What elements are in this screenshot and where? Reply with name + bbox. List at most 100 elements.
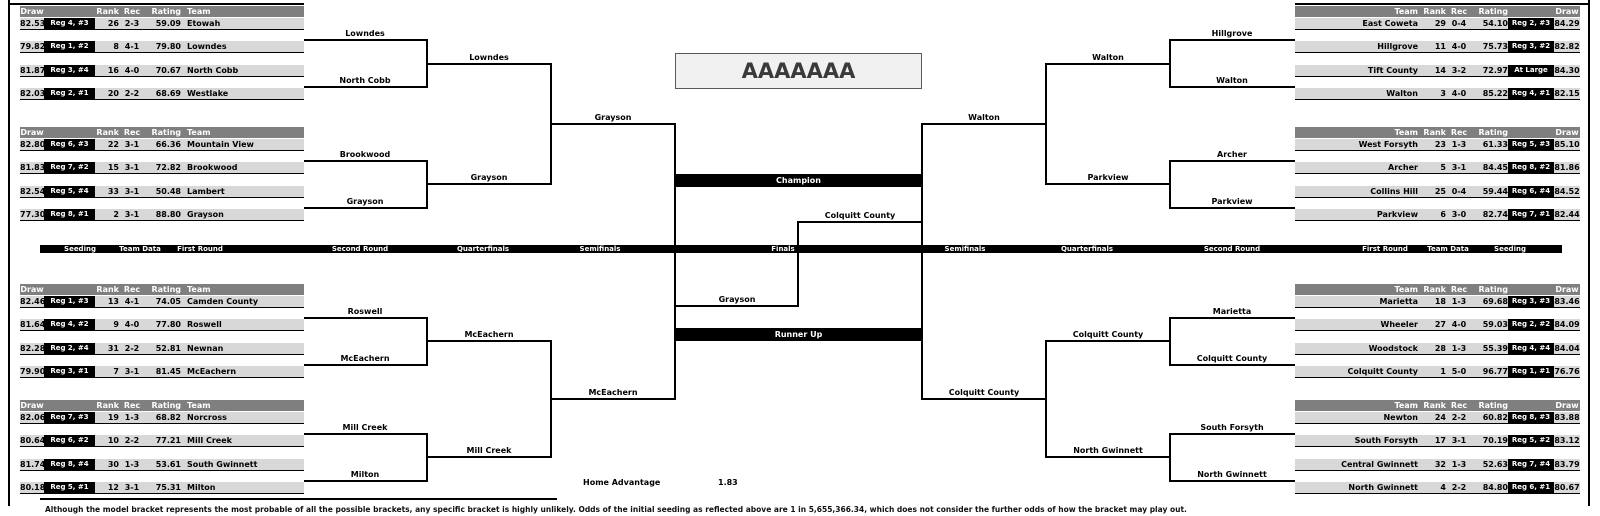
rating-value: 75.31: [155, 483, 181, 492]
record-value: 2-2: [124, 344, 140, 353]
rank-value: 28: [1434, 344, 1446, 353]
record-value: 3-1: [1451, 163, 1467, 172]
round-divider-bar: [40, 245, 1562, 253]
team-name: Norcross: [187, 413, 227, 422]
rank-value: 20: [107, 89, 119, 98]
draw-value: 84.30: [1554, 66, 1580, 75]
rec-column-header: Rec: [123, 7, 141, 16]
team-name: Westlake: [187, 89, 229, 98]
bracket-line: [304, 160, 427, 162]
record-value: 3-1: [124, 483, 140, 492]
rank-value: 10: [107, 436, 119, 445]
draw-column-header: Draw: [1555, 7, 1579, 16]
bracket-advancer-label: Brookwood: [339, 150, 391, 159]
region-seed-badge: Reg 8, #1: [44, 209, 95, 220]
rating-value: 81.45: [155, 367, 181, 376]
draw-value: 76.76: [1554, 367, 1580, 376]
region-column-spacer: [1508, 284, 1554, 295]
bracket-advancer-label: Colquitt County: [948, 388, 1020, 397]
draw-value: 82.28: [20, 344, 44, 353]
bracket-advancer-label: Mill Creek: [342, 423, 388, 432]
bracket-line: [675, 305, 798, 307]
region-seed-badge: Reg 8, #4: [44, 459, 95, 470]
region-seed-badge: Reg 3, #1: [44, 366, 95, 377]
team-column-header: Team: [1394, 128, 1418, 137]
draw-value: 82.44: [1554, 210, 1580, 219]
draw-column-header: Draw: [1555, 401, 1579, 410]
record-value: 0-4: [1451, 187, 1467, 196]
team-column-header: Team: [187, 128, 211, 137]
rating-value: 88.80: [155, 210, 181, 219]
region-seed-badge: Reg 5, #1: [44, 482, 95, 493]
bracket-advancer-label: Walton: [968, 113, 1000, 122]
region-seed-badge: Reg 7, #3: [44, 412, 95, 423]
team-name: Newnan: [187, 344, 224, 353]
draw-column-header: Draw: [20, 285, 44, 294]
rank-value: 32: [1434, 460, 1446, 469]
region-seed-badge: Reg 2, #3: [1508, 18, 1554, 29]
draw-value: 77.30: [20, 210, 44, 219]
rank-column-header: Rank: [96, 285, 119, 294]
rank-value: 24: [1434, 413, 1446, 422]
region-column-spacer: [44, 127, 95, 138]
team-name: Walton: [1386, 89, 1418, 98]
record-value: 4-0: [124, 320, 140, 329]
record-value: 3-1: [1451, 436, 1467, 445]
record-value: 3-2: [1451, 66, 1467, 75]
record-value: 4-1: [124, 42, 140, 51]
rank-value: 4: [1440, 483, 1446, 492]
region-seed-badge: Reg 4, #4: [1508, 343, 1554, 354]
rec-column-header: Rec: [123, 401, 141, 410]
region-seed-badge: Reg 6, #2: [44, 435, 95, 446]
bracket-advancer-label: Marietta: [1212, 307, 1252, 316]
record-value: 4-0: [1451, 89, 1467, 98]
draw-value: 82.54: [20, 187, 44, 196]
round-divider-label: Second Round: [1203, 245, 1261, 253]
champion-bar: Champion: [675, 174, 922, 187]
rank-value: 22: [107, 140, 119, 149]
team-name: Hillgrove: [1377, 42, 1418, 51]
rating-value: 53.61: [155, 460, 181, 469]
bracket-line: [427, 183, 551, 185]
rating-value: 84.45: [1482, 163, 1508, 172]
bracket-advancer-label: North Gwinnett: [1197, 470, 1267, 479]
rank-value: 23: [1434, 140, 1446, 149]
team-name: Wheeler: [1380, 320, 1418, 329]
region-column-spacer: [44, 400, 95, 411]
rating-column-header: Rating: [1478, 285, 1508, 294]
region-seed-badge: Reg 7, #4: [1508, 459, 1554, 470]
round-divider-label: First Round: [177, 245, 223, 253]
region-seed-badge: Reg 5, #3: [1508, 139, 1554, 150]
team-name: Parkview: [1376, 210, 1418, 219]
bracket-line: [304, 86, 427, 88]
rating-value: 59.44: [1482, 187, 1508, 196]
record-value: 5-0: [1451, 367, 1467, 376]
bracket-line: [922, 398, 1046, 400]
rank-value: 12: [107, 483, 119, 492]
rating-value: 77.80: [155, 320, 181, 329]
rating-value: 68.82: [155, 413, 181, 422]
record-value: 3-1: [124, 210, 140, 219]
page-right-border: [1588, 0, 1590, 506]
bracket-line: [1169, 39, 1171, 88]
rating-value: 74.05: [155, 297, 181, 306]
draw-value: 83.88: [1554, 413, 1580, 422]
team-name: Newton: [1383, 413, 1418, 422]
record-value: 1-3: [124, 413, 140, 422]
bracket-line: [1046, 456, 1170, 458]
bracket-advancer-label: Colquitt County: [1072, 330, 1144, 339]
